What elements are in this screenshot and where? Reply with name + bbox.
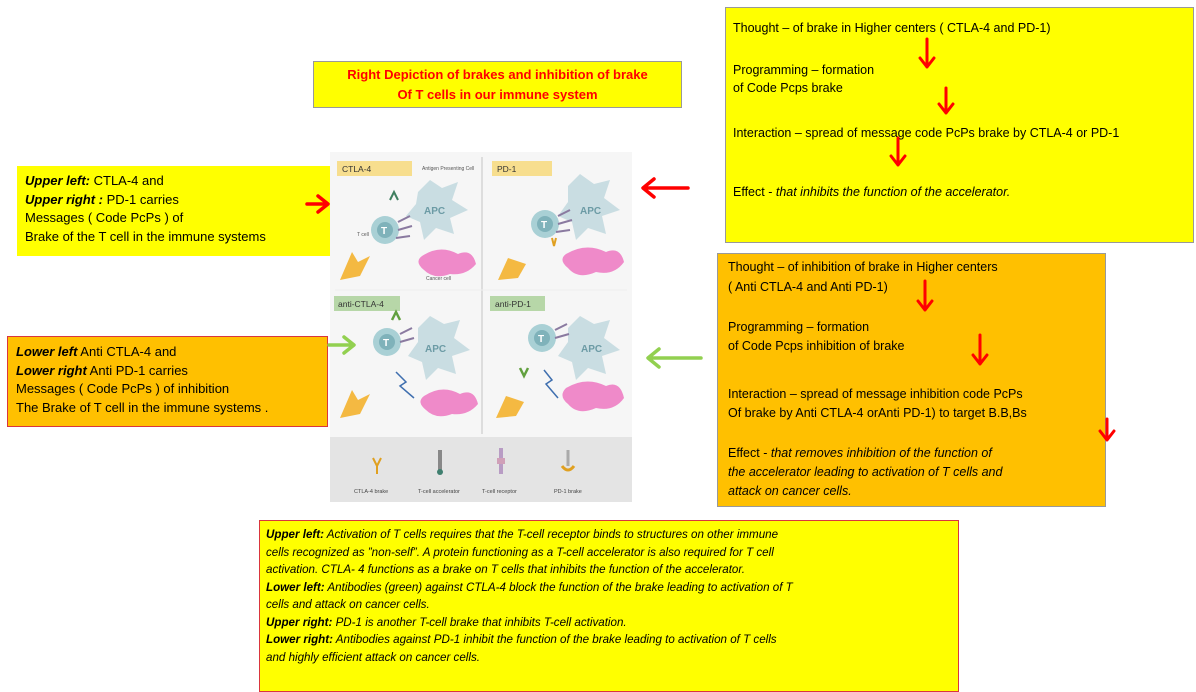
- down-arrow-5: [971, 333, 989, 366]
- upper-left-note: Upper left: CTLA-4 and Upper right : PD-…: [17, 166, 331, 256]
- inhibition-thought-2: ( Anti CTLA-4 and Anti PD-1): [728, 280, 888, 294]
- lower-right-text: Anti PD-1 carries: [86, 362, 188, 378]
- apc-cell-4: [558, 316, 620, 380]
- lower-left-text: Anti CTLA-4 and: [77, 344, 177, 359]
- exp-line-8: and highly efficient attack on cancer ce…: [266, 650, 480, 664]
- t-label-2: T: [541, 220, 547, 231]
- apc-label-2: APC: [580, 206, 601, 217]
- cancer-cell-4: [562, 381, 624, 412]
- cancer-cell-3: [420, 389, 478, 417]
- exp-line-1: Activation of T cells requires that the …: [323, 528, 779, 541]
- inhibition-interaction-1: Interaction – spread of message inhibiti…: [728, 387, 1023, 401]
- lower-left-note: Lower left Anti CTLA-4 and Lower right A…: [7, 336, 328, 427]
- apc-label-4: APC: [581, 344, 602, 355]
- apc-label-1: APC: [424, 206, 445, 217]
- apc-label-3: APC: [425, 344, 446, 355]
- pd1-panel-label: PD-1: [497, 164, 517, 174]
- inhibition-programming-2: of Code Pcps inhibition of brake: [728, 339, 905, 353]
- apc-cell-2: [558, 174, 620, 240]
- exp-line-4: Antibodies (green) against CTLA-4 block …: [324, 580, 793, 594]
- immune-checkpoint-figure: CTLA-4 Antigen Presenting Cell PD-1 anti…: [330, 152, 632, 502]
- upper-left-text: CTLA-4 and: [90, 173, 164, 188]
- inhibition-effect-prefix: Effect -: [728, 446, 771, 460]
- inhibition-effect-3: attack on cancer cells.: [728, 484, 852, 498]
- apc-cell-1: [406, 180, 468, 240]
- down-arrow-2: [937, 86, 955, 115]
- apc-caption: Antigen Presenting Cell: [422, 166, 474, 172]
- exp-line-2: cells recognized as ”non-self”. A protei…: [266, 545, 774, 559]
- title-box: Right Depiction of brakes and inhibition…: [313, 61, 682, 108]
- exp-line-5: cells and attack on cancer cells.: [266, 598, 430, 611]
- title-line-1: Right Depiction of brakes and inhibition…: [347, 67, 648, 82]
- brake-interaction: Interaction – spread of message code PcP…: [733, 126, 1120, 140]
- exp-lower-right-label: Lower right:: [266, 633, 333, 646]
- red-left-arrow: [641, 177, 690, 199]
- legend-t-cell-receptor: T-cell receptor: [482, 489, 517, 495]
- brake-programming-1: Programming – formation: [733, 63, 875, 77]
- lower-note-line-3: Messages ( Code PcPs ) of inhibition: [16, 381, 230, 396]
- lower-note-line-4: The Brake of T cell in the immune system…: [16, 399, 269, 415]
- down-arrow-4: [916, 279, 934, 312]
- legend-t-cell-accelerator: T-cell accelerator: [418, 489, 460, 495]
- exp-line-6: PD-1 is another T-cell brake that inhibi…: [332, 615, 627, 629]
- down-arrow-6: [1098, 417, 1116, 442]
- exp-line-7: Antibodies against PD-1 inhibit the func…: [332, 633, 777, 646]
- figure-svg: CTLA-4 Antigen Presenting Cell PD-1 anti…: [330, 152, 632, 502]
- title-line-2: Of T cells in our immune system: [397, 87, 598, 102]
- inhibition-effect-2: the accelerator leading to activation of…: [728, 465, 1003, 479]
- explanation-box: Upper left: Activation of T cells requir…: [259, 520, 959, 692]
- t-label-3: T: [383, 338, 389, 349]
- down-arrow-1: [918, 37, 936, 69]
- green-left-arrow: [646, 347, 703, 369]
- exp-upper-left-label: Upper left:: [266, 528, 324, 541]
- apc-cell-3: [408, 316, 470, 380]
- cancer-cell-2: [562, 247, 624, 276]
- upper-left-label: Upper left:: [25, 173, 90, 188]
- brake-thought: Thought – of brake in Higher centers ( C…: [733, 21, 1051, 35]
- anti-pd1-panel-label: anti-PD-1: [495, 299, 531, 309]
- brake-programming-2: of Code Pcps brake: [733, 81, 843, 95]
- lower-left-label: Lower left: [16, 344, 78, 359]
- upper-right-text: PD-1 carries: [103, 191, 179, 207]
- exp-line-3: activation. CTLA- 4 functions as a brake…: [266, 563, 746, 576]
- legend-pd1-brake: PD-1 brake: [554, 489, 582, 495]
- t-label-1: T: [381, 226, 387, 237]
- t-label-4: T: [538, 334, 544, 345]
- upper-note-line-4: Brake of the T cell in the immune system…: [25, 228, 266, 244]
- exp-upper-right-label: Upper right:: [266, 615, 333, 629]
- cancer-caption: Cancer cell: [426, 276, 451, 282]
- inhibition-effect-italic-1: that removes inhibition of the function …: [770, 446, 992, 460]
- down-arrow-3: [889, 136, 907, 167]
- exp-lower-left-label: Lower left:: [266, 580, 325, 594]
- legend-ctla4-brake: CTLA-4 brake: [354, 489, 388, 495]
- inhibition-thought-1: Thought – of inhibition of brake in High…: [728, 260, 998, 274]
- red-right-arrow: [305, 194, 330, 214]
- legend-strip: [330, 437, 632, 502]
- inhibition-effect-1: Effect - that removes inhibition of the …: [728, 446, 992, 460]
- brake-effect-italic: that inhibits the function of the accele…: [775, 185, 1011, 199]
- inhibition-interaction-2: Of brake by Anti CTLA-4 orAnti PD-1) to …: [728, 406, 1027, 420]
- upper-note-line-3: Messages ( Code PcPs ) of: [25, 210, 184, 225]
- brake-effect-prefix: Effect -: [733, 185, 776, 199]
- ctla4-panel-label: CTLA-4: [342, 164, 372, 174]
- anti-ctla4-panel-label: anti-CTLA-4: [338, 299, 384, 309]
- brake-effect: Effect - that inhibits the function of t…: [733, 185, 1010, 199]
- ctla4-label-bg: [337, 161, 412, 176]
- upper-right-label: Upper right :: [25, 191, 103, 207]
- anti-ctla4-label-bg: [334, 296, 400, 311]
- green-right-arrow: [327, 335, 356, 355]
- t-cell-caption: T cell: [357, 232, 369, 238]
- lower-right-label: Lower right: [16, 362, 87, 378]
- inhibition-programming-1: Programming – formation: [728, 320, 870, 334]
- cancer-cell-1: [418, 249, 476, 277]
- brake-flow-box: Thought – of brake in Higher centers ( C…: [725, 7, 1194, 243]
- pd1-label-bg: [492, 161, 552, 176]
- inhibition-flow-box: Thought – of inhibition of brake in High…: [717, 253, 1106, 507]
- anti-pd1-label-bg: [490, 296, 545, 311]
